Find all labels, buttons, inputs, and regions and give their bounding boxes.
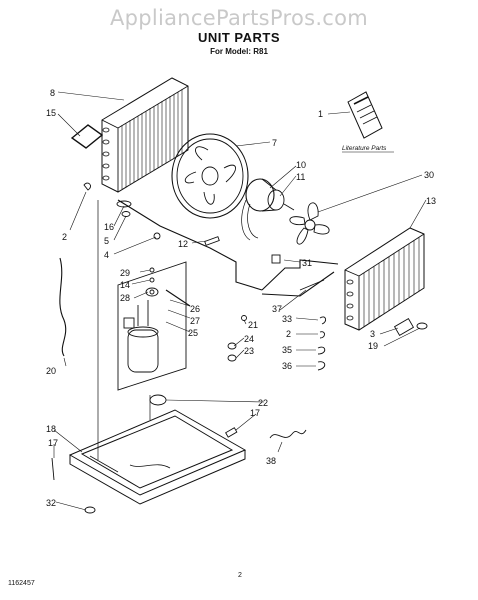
callout-5: 5 [104, 236, 109, 246]
callout-36: 36 [282, 361, 292, 371]
callout-32: 32 [46, 498, 56, 508]
literature-booklet [347, 91, 383, 139]
watermark: AppliancePartsPros.com [109, 6, 369, 30]
callout-30: 30 [424, 170, 434, 180]
compressor [123, 287, 159, 373]
callout-3: 3 [370, 329, 375, 339]
compressor-bracket-box [117, 261, 187, 391]
callout-20: 20 [46, 366, 56, 376]
callout-15: 15 [46, 108, 56, 118]
condenser-coil [101, 77, 189, 193]
callout-22: 22 [258, 398, 268, 408]
callout-11: 11 [296, 172, 305, 182]
diagram-title: UNIT PARTS [197, 30, 281, 45]
callout-13: 13 [426, 196, 436, 206]
callout-16: 16 [104, 222, 114, 232]
page-number: 2 [238, 572, 242, 579]
callout-17-right: 17 [250, 408, 260, 418]
callout-2-right: 2 [286, 329, 291, 339]
callout-2-left: 2 [62, 232, 67, 242]
callout-17-left: 17 [48, 438, 58, 448]
callout-31: 31 [302, 258, 312, 268]
callout-7: 7 [272, 138, 277, 148]
callout-23: 23 [244, 346, 254, 356]
callout-14: 14 [120, 280, 130, 290]
callout-1: 1 [318, 109, 323, 119]
callout-18: 18 [46, 424, 56, 434]
base-pan [68, 409, 247, 505]
fan-shroud [171, 133, 249, 219]
callout-35: 35 [282, 345, 292, 355]
callout-37: 37 [272, 304, 282, 314]
diagram-subtitle: For Model: R81 [210, 47, 268, 56]
callout-19: 19 [368, 341, 378, 351]
callout-25: 25 [188, 328, 198, 338]
coil-tube [70, 124, 104, 149]
callout-28: 28 [120, 293, 130, 303]
leader-lines [53, 91, 427, 511]
callout-4: 4 [104, 250, 109, 260]
callout-24: 24 [244, 334, 254, 344]
fan-motor [241, 178, 295, 241]
callout-12: 12 [178, 239, 188, 249]
callout-10: 10 [296, 160, 306, 170]
callout-26: 26 [190, 304, 200, 314]
callout-29: 29 [120, 268, 130, 278]
literature-label: Literature Parts [342, 145, 387, 152]
refrigerant-tubing [117, 199, 339, 307]
callout-27: 27 [190, 316, 200, 326]
blower-fan-blade [289, 202, 330, 245]
power-cord [59, 257, 67, 357]
callout-38: 38 [266, 456, 276, 466]
hardware-items [51, 182, 428, 514]
callout-33: 33 [282, 314, 292, 324]
evaporator-coil [344, 227, 425, 331]
callout-21: 21 [248, 320, 258, 330]
callout-8: 8 [50, 88, 55, 98]
doc-number: 1162457 [8, 580, 35, 587]
